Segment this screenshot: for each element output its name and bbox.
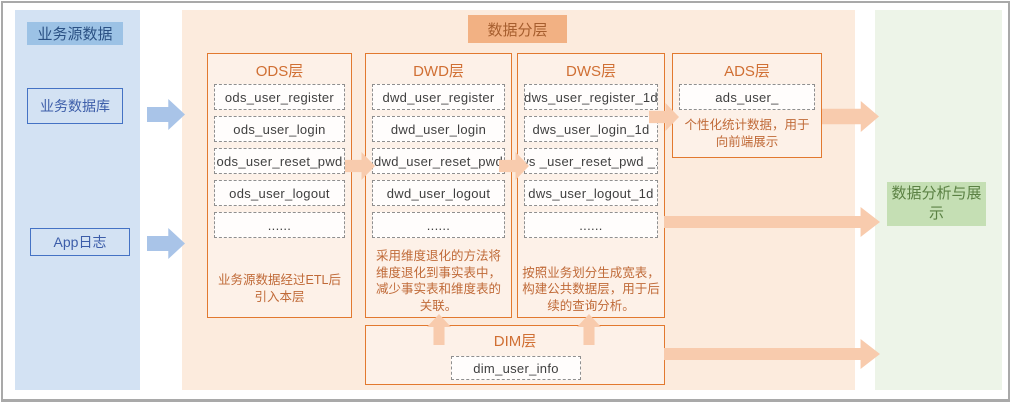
ads-layer-column: ADS层 ads_user_ 个性化统计数据，用于向前端展示	[672, 53, 822, 158]
output-panel-title: 数据分析与展示	[887, 182, 986, 226]
table-row: ads_user_	[679, 84, 815, 110]
ads-layer-note: 个性化统计数据，用于向前端展示	[684, 118, 810, 149]
table-row: ......	[372, 212, 505, 238]
table-row: dwd_user_login	[372, 116, 505, 142]
ods-layer-title: ODS层	[255, 62, 304, 80]
dwd-layer-note: 采用维度退化的方法将维度退化到事实表中，减少事实表和维度表的关联。	[375, 249, 501, 313]
dws-table-list: dws_user_register_1d dws_user_login_1d d…	[518, 80, 664, 238]
table-row: dim_user_info	[451, 356, 581, 380]
table-row: dwd_user_logout	[372, 180, 505, 206]
dim-layer-box: DIM层 dim_user_info	[365, 325, 665, 385]
table-row: ods_user_login	[214, 116, 345, 142]
ads-table-list: ads_user_	[673, 80, 821, 110]
dws-layer-note: 按照业务划分生成宽表，构建公共数据层，用于后续的查询分析。	[522, 265, 660, 313]
table-row: ods_user_reset_pwd	[214, 148, 345, 174]
source-item-app-log: App日志	[30, 228, 130, 256]
ads-layer-title: ADS层	[724, 62, 770, 80]
dws-layer-column: DWS层 dws_user_register_1d dws_user_login…	[517, 53, 665, 318]
table-row: dwd_user_reset_pwd	[372, 148, 505, 174]
table-row: ......	[524, 212, 658, 238]
table-row: dws _user_reset_pwd _1d	[524, 148, 658, 174]
table-row: ods_user_register	[214, 84, 345, 110]
table-row: ......	[214, 212, 345, 238]
ods-table-list: ods_user_register ods_user_login ods_use…	[208, 80, 351, 238]
dwd-layer-title: DWD层	[413, 62, 464, 80]
dwd-layer-column: DWD层 dwd_user_register dwd_user_login dw…	[365, 53, 512, 318]
table-row: dws_user_login_1d	[524, 116, 658, 142]
source-item-business-db: 业务数据库	[27, 88, 123, 124]
ods-layer-column: ODS层 ods_user_register ods_user_login od…	[207, 53, 352, 318]
dim-layer-title: DIM层	[493, 333, 537, 350]
source-panel-title: 业务源数据	[27, 22, 123, 45]
ods-layer-note: 业务源数据经过ETL后引入本层	[218, 273, 341, 304]
table-row: ods_user_logout	[214, 180, 345, 206]
dws-layer-title: DWS层	[566, 62, 616, 80]
table-row: dws_user_logout_1d	[524, 180, 658, 206]
table-row: dws_user_register_1d	[524, 84, 658, 110]
dwd-table-list: dwd_user_register dwd_user_login dwd_use…	[366, 80, 511, 238]
data-layering-title: 数据分层	[468, 15, 567, 43]
source-data-panel: 业务源数据 业务数据库 App日志	[15, 10, 140, 390]
table-row: dwd_user_register	[372, 84, 505, 110]
